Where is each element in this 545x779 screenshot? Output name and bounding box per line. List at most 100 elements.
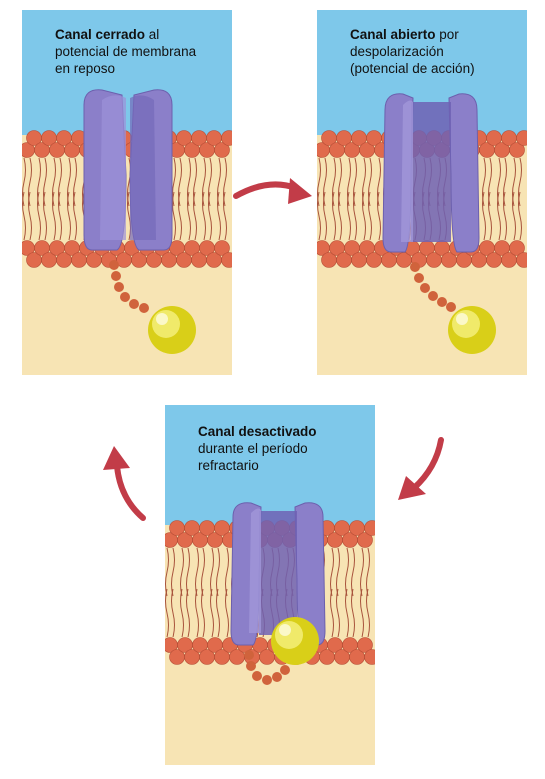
lipid-tail	[497, 191, 501, 241]
channel-protein	[382, 93, 480, 253]
lipid-head	[221, 252, 232, 268]
lipid-head	[357, 637, 373, 653]
lipid-tail	[330, 547, 334, 597]
lipid-head	[221, 130, 232, 146]
lipid-tail	[210, 588, 214, 638]
caption-open-rest: por	[435, 27, 459, 42]
caption-open-line3: (potencial de acción)	[350, 61, 475, 76]
panel-channel-inactivated: Canal desactivado durante el período ref…	[165, 405, 375, 765]
lipid-tail	[37, 191, 41, 241]
caption-inactivated: Canal desactivado durante el período ref…	[198, 423, 317, 474]
lipid-tail	[73, 191, 77, 241]
lipid-tail	[351, 588, 355, 638]
lipid-tail	[482, 191, 486, 241]
caption-closed-line3: en reposo	[55, 61, 116, 76]
caption-closed-bold: Canal cerrado	[55, 27, 146, 42]
lipid-tail	[202, 191, 206, 241]
lipid-tail	[193, 191, 197, 241]
open-channel-illustration	[317, 10, 527, 375]
lipid-tail	[336, 588, 340, 638]
lipid-tail	[217, 191, 221, 241]
inactivation-ball	[148, 306, 196, 354]
lipid-head	[509, 240, 525, 256]
lipid-head	[357, 532, 373, 548]
lipid-tail	[180, 547, 184, 597]
caption-open: Canal abierto por despolarización (poten…	[350, 26, 475, 77]
lipid-tail	[180, 588, 184, 638]
lipid-tail	[186, 588, 190, 638]
lipid-tail	[345, 547, 349, 597]
lipid-tail	[67, 191, 71, 241]
lipid-head	[364, 520, 375, 536]
lipid-tail	[366, 547, 370, 597]
lipid-tail	[377, 191, 381, 241]
arrow-open-to-inactivated	[398, 437, 444, 500]
lipid-tail	[330, 588, 334, 638]
lipid-tail	[338, 191, 342, 241]
lipid-tail	[52, 191, 56, 241]
caption-open-line2: despolarización	[350, 44, 444, 59]
lipid-tail	[201, 588, 205, 638]
lipid-head	[214, 142, 230, 158]
closed-channel-illustration	[22, 10, 232, 375]
lipid-tail	[488, 191, 492, 241]
lipid-tail	[165, 588, 169, 638]
arrow-inactivated-to-closed	[103, 446, 146, 521]
lipid-tail	[195, 588, 199, 638]
lipid-tail	[225, 547, 229, 597]
lipid-tail	[351, 547, 355, 597]
lipid-tail	[347, 191, 351, 241]
lipid-head	[516, 130, 527, 146]
lipid-tail	[225, 588, 229, 638]
lipid-tail	[187, 191, 191, 241]
lipid-tail	[186, 547, 190, 597]
lipid-tail	[216, 547, 220, 597]
lipid-tail	[332, 191, 336, 241]
panel-channel-closed: Canal cerrado al potencial de membrana e…	[22, 10, 232, 375]
lipid-tail	[43, 191, 47, 241]
lipid-head	[214, 240, 230, 256]
lipid-tail	[345, 588, 349, 638]
channel-protein	[83, 89, 173, 251]
lipid-tail	[178, 191, 182, 241]
caption-inactivated-line2: durante el período	[198, 441, 308, 456]
lipid-tail	[208, 191, 212, 241]
lipid-tail	[362, 191, 366, 241]
lipid-tail	[518, 191, 522, 241]
caption-closed: Canal cerrado al potencial de membrana e…	[55, 26, 196, 77]
lipid-tail	[28, 191, 32, 241]
lipid-tail	[223, 191, 227, 241]
lipid-head	[364, 649, 375, 665]
lipid-tail	[353, 191, 357, 241]
caption-inactivated-line3: refractario	[198, 458, 259, 473]
lipid-tail	[317, 191, 321, 241]
lipid-tail	[22, 191, 26, 241]
inactivated-channel-illustration	[165, 405, 375, 765]
lipid-tail	[512, 191, 516, 241]
lipid-tail	[171, 588, 175, 638]
lipid-tail	[171, 547, 175, 597]
lipid-tail	[165, 547, 169, 597]
lipid-tail	[368, 191, 372, 241]
lipid-tail	[360, 588, 364, 638]
lipid-tail	[195, 547, 199, 597]
caption-open-bold: Canal abierto	[350, 27, 436, 42]
lipid-tail	[366, 588, 370, 638]
lipid-head	[509, 142, 525, 158]
lipid-tail	[210, 547, 214, 597]
panel-channel-open: Canal abierto por despolarización (poten…	[317, 10, 527, 375]
channel-protein	[230, 502, 326, 646]
caption-closed-rest: al	[145, 27, 160, 42]
caption-closed-line2: potencial de membrana	[55, 44, 197, 59]
lipid-tail	[201, 547, 205, 597]
inactivation-chain	[244, 650, 290, 685]
inactivation-ball	[448, 306, 496, 354]
inactivation-chain	[109, 260, 149, 313]
lipid-tail	[503, 191, 507, 241]
arrow-closed-to-open	[233, 178, 312, 204]
inactivation-chain	[410, 262, 456, 312]
lipid-tail	[323, 191, 327, 241]
lipid-tail	[58, 191, 62, 241]
caption-inactivated-bold: Canal desactivado	[198, 424, 317, 439]
